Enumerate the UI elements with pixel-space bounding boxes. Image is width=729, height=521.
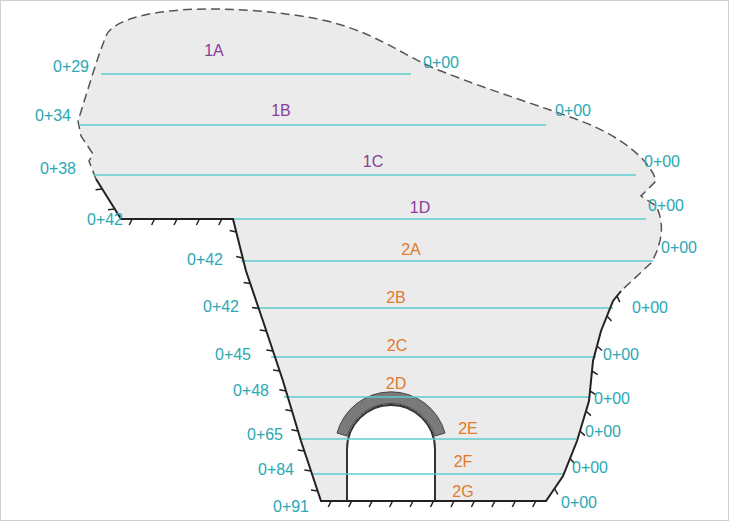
cut-label: 1C xyxy=(363,154,383,170)
hatch-tick xyxy=(533,501,536,507)
hatch-tick xyxy=(592,371,598,375)
hatch-tick xyxy=(96,188,103,190)
station-label: 0+42 xyxy=(203,299,239,315)
hatch-tick xyxy=(390,501,393,507)
hatch-tick xyxy=(349,501,352,507)
station-label: 0+00 xyxy=(561,495,597,511)
wall-hatch xyxy=(96,189,620,507)
station-label: 0+00 xyxy=(555,103,591,119)
hatch-tick xyxy=(555,489,558,495)
hatch-tick xyxy=(586,411,591,416)
rock-wall xyxy=(96,179,621,501)
station-label: 0+00 xyxy=(632,300,668,316)
hatch-tick xyxy=(129,219,132,225)
cut-label: 2D xyxy=(386,376,406,392)
cut-label: 2A xyxy=(401,242,421,258)
station-label: 0+48 xyxy=(233,383,269,399)
station-label: 0+00 xyxy=(572,460,608,476)
cut-label: 2E xyxy=(458,421,478,437)
station-label: 0+91 xyxy=(273,499,309,515)
hatch-tick xyxy=(328,501,331,507)
cut-label: 2F xyxy=(454,454,473,470)
hatch-tick xyxy=(304,469,311,471)
station-label: 0+65 xyxy=(247,427,283,443)
station-label: 0+00 xyxy=(644,154,680,170)
station-label: 0+42 xyxy=(187,252,223,268)
hatch-tick xyxy=(108,208,115,210)
hatch-tick xyxy=(260,329,267,331)
hatch-tick xyxy=(607,316,611,321)
hatch-tick xyxy=(597,346,602,350)
hatch-tick xyxy=(230,231,237,232)
station-label: 0+42 xyxy=(87,212,123,228)
hatch-tick xyxy=(311,489,318,491)
hatch-tick xyxy=(298,449,305,451)
tunnel-opening xyxy=(347,405,435,501)
cut-lines xyxy=(79,74,653,474)
cut-line xyxy=(79,124,546,126)
station-label: 0+00 xyxy=(648,198,684,214)
cut-line xyxy=(241,260,653,262)
hatch-tick xyxy=(369,501,372,507)
cut-line xyxy=(94,174,636,176)
cut-line xyxy=(284,396,589,398)
hatch-tick xyxy=(471,501,474,507)
station-label: 0+84 xyxy=(258,462,294,478)
station-label: 0+00 xyxy=(661,240,697,256)
station-label: 0+38 xyxy=(40,161,76,177)
hatch-tick xyxy=(451,501,454,507)
cut-line xyxy=(299,438,576,440)
hatch-tick xyxy=(152,219,155,225)
dashed-boundary xyxy=(78,9,661,291)
hatch-tick xyxy=(273,369,280,371)
stope-fill xyxy=(78,9,661,501)
hatch-tick xyxy=(196,219,199,225)
cut-line xyxy=(271,356,596,358)
cut-line xyxy=(101,73,411,75)
hatch-tick xyxy=(236,257,243,258)
hatch-tick xyxy=(174,219,177,225)
cut-line xyxy=(255,307,613,309)
hatch-tick xyxy=(580,431,585,436)
hatch-tick xyxy=(285,410,292,411)
hatch-tick xyxy=(279,390,286,391)
cut-label: 2C xyxy=(387,338,407,354)
hatch-tick xyxy=(266,349,273,351)
hatch-tick xyxy=(431,501,434,507)
station-label: 0+00 xyxy=(423,55,459,71)
hatch-tick xyxy=(219,219,222,225)
cut-label: 2B xyxy=(386,290,406,306)
station-label: 0+29 xyxy=(53,59,89,75)
station-label: 0+00 xyxy=(585,424,621,440)
cut-label: 1B xyxy=(271,103,291,119)
hatch-tick xyxy=(492,501,495,507)
hatch-tick xyxy=(410,501,413,507)
station-label: 0+34 xyxy=(35,108,71,124)
cut-label: 1D xyxy=(410,200,430,216)
hatch-tick xyxy=(252,307,259,309)
hatch-tick xyxy=(244,282,251,284)
station-label: 0+00 xyxy=(594,391,630,407)
station-label: 0+45 xyxy=(215,347,251,363)
shotcrete-arch xyxy=(337,392,445,436)
hatch-tick xyxy=(512,501,515,507)
cut-label: 1A xyxy=(204,43,224,59)
hatch-tick xyxy=(291,430,298,431)
station-label: 0+00 xyxy=(603,347,639,363)
cut-label: 2G xyxy=(452,484,473,500)
hatch-tick xyxy=(617,296,620,302)
cut-line xyxy=(311,473,563,475)
